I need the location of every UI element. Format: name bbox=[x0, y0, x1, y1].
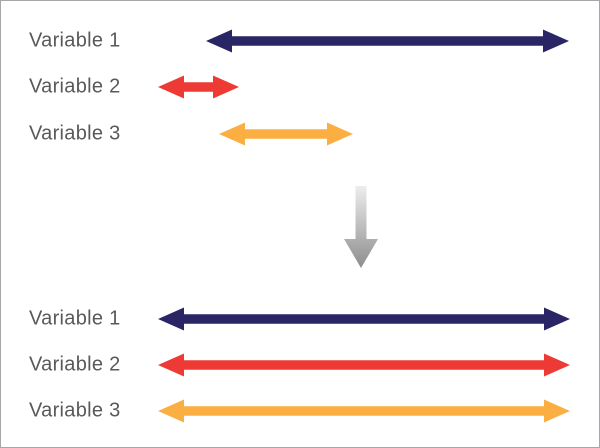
range-arrow-top-variable-1 bbox=[206, 29, 569, 53]
variable-label-bottom-1: Variable 1 bbox=[29, 307, 121, 330]
transform-down-arrow-icon bbox=[344, 186, 378, 268]
variable-label-top-3: Variable 3 bbox=[29, 122, 121, 145]
range-arrow-top-variable-2 bbox=[158, 75, 239, 99]
range-arrow-bottom-variable-2 bbox=[158, 353, 570, 377]
range-arrow-bottom-variable-3 bbox=[158, 399, 570, 423]
variable-label-top-1: Variable 1 bbox=[29, 29, 121, 52]
variable-label-bottom-3: Variable 3 bbox=[29, 399, 121, 422]
variable-label-top-2: Variable 2 bbox=[29, 75, 121, 98]
variable-label-bottom-2: Variable 2 bbox=[29, 353, 121, 376]
range-arrow-top-variable-3 bbox=[219, 122, 353, 146]
range-arrow-bottom-variable-1 bbox=[158, 307, 570, 331]
